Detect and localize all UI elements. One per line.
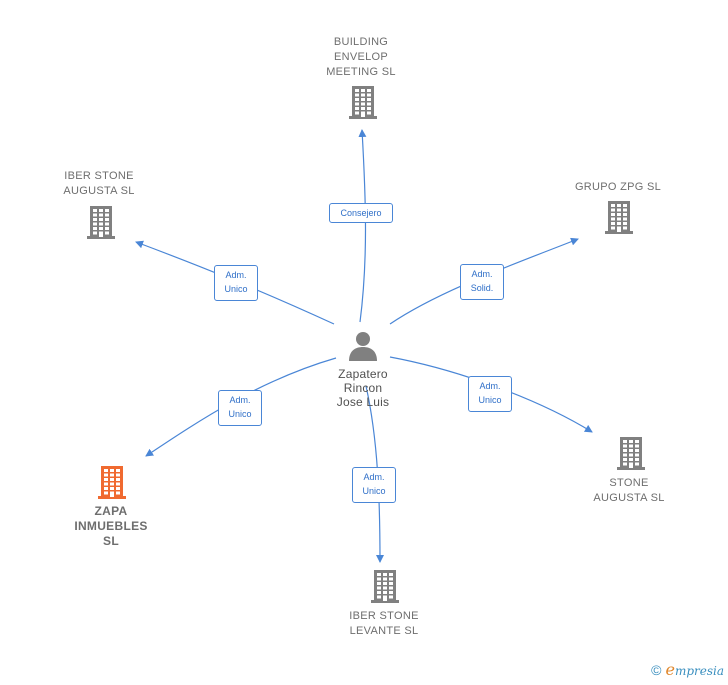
building-icon[interactable] — [347, 85, 379, 124]
relation-label-adm-unico: Adm. Unico — [214, 265, 258, 301]
building-icon-focus[interactable] — [96, 465, 128, 504]
building-icon[interactable] — [603, 200, 635, 239]
company-name-iber-stone-augusta[interactable]: IBER STONE AUGUSTA SL — [63, 170, 135, 197]
building-icon[interactable] — [85, 205, 117, 244]
relation-label-consejero: Consejero — [329, 203, 393, 223]
person-icon[interactable] — [347, 331, 379, 366]
company-name-zapa-inmuebles[interactable]: ZAPA INMUEBLES SL — [74, 504, 148, 548]
company-name-iber-stone-levante[interactable]: IBER STONE LEVANTE SL — [349, 610, 419, 637]
relation-label-adm-unico: Adm. Unico — [352, 467, 396, 503]
brand-logo: empresia — [665, 660, 724, 679]
company-name-stone-augusta[interactable]: STONE AUGUSTA SL — [593, 477, 665, 504]
relation-label-adm-unico: Adm. Unico — [218, 390, 262, 426]
relation-label-adm-solid: Adm. Solid. — [460, 264, 504, 300]
company-name-building-envelop[interactable]: BUILDING ENVELOP MEETING SL — [326, 36, 396, 78]
copyright-symbol: © — [651, 661, 662, 678]
company-name-grupo-zpg[interactable]: GRUPO ZPG SL — [574, 181, 662, 193]
building-icon[interactable] — [369, 569, 401, 608]
edge-to-building-envelop — [358, 129, 367, 323]
relation-label-adm-unico: Adm. Unico — [468, 376, 512, 412]
person-name[interactable]: Zapatero Rincon Jose Luis — [336, 367, 390, 409]
building-icon[interactable] — [615, 436, 647, 475]
footer-brand: © empresia — [651, 660, 724, 679]
